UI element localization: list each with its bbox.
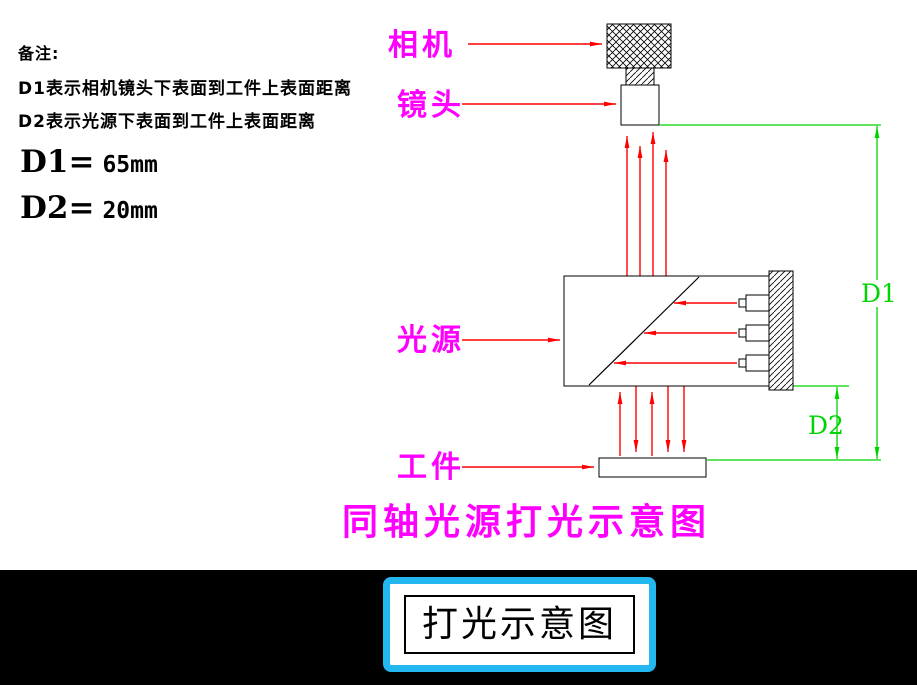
d1-measurement: D1= 65mm xyxy=(20,144,158,180)
d2-measurement: D2= 20mm xyxy=(20,190,158,226)
schematic-diagram: D1 D2 xyxy=(462,23,897,478)
led-2 xyxy=(738,324,770,342)
d2-dimension-text: D2 xyxy=(808,411,844,440)
light-source-box xyxy=(563,270,794,391)
led-mount-plate xyxy=(768,270,794,391)
notes-block: 备注: D1表示相机镜头下表面到工件上表面距离 D2表示光源下表面到工件上表面距… xyxy=(18,40,352,140)
workpiece-label: 工件 xyxy=(397,450,465,485)
notes-heading: 备注: xyxy=(18,44,60,63)
notes-line-1: D1表示相机镜头下表面到工件上表面距离 xyxy=(18,79,352,99)
diagram-title: 同轴光源打光示意图 xyxy=(342,502,712,543)
light-source-label: 光源 xyxy=(397,323,465,358)
led-3 xyxy=(738,354,770,372)
notes-line-2: D2表示光源下表面到工件上表面距离 xyxy=(18,112,316,132)
d2-measurement-value: 20mm xyxy=(102,198,158,224)
d1-dimension-text-bg xyxy=(858,280,896,307)
footer-bar: 打光示意图 xyxy=(0,570,917,685)
d2-dimension-text-bg xyxy=(806,412,836,439)
d1-measurement-label: D1= xyxy=(20,144,95,180)
lens-label: 镜头 xyxy=(397,88,465,123)
footer-button-label[interactable]: 打光示意图 xyxy=(403,594,635,655)
d1-dimension-text: D1 xyxy=(861,279,897,308)
footer-button[interactable]: 打光示意图 xyxy=(383,577,656,672)
camera-label: 相机 xyxy=(388,28,456,63)
camera-mount xyxy=(625,67,655,86)
label-leader-arrows xyxy=(462,41,616,470)
d2-measurement-label: D2= xyxy=(20,190,95,226)
led-1 xyxy=(738,294,770,312)
d1-measurement-value: 65mm xyxy=(102,152,158,178)
led-ray-arrows xyxy=(614,300,737,366)
workpiece-body xyxy=(598,457,707,478)
camera-body xyxy=(606,23,672,86)
lens-body xyxy=(620,84,660,126)
